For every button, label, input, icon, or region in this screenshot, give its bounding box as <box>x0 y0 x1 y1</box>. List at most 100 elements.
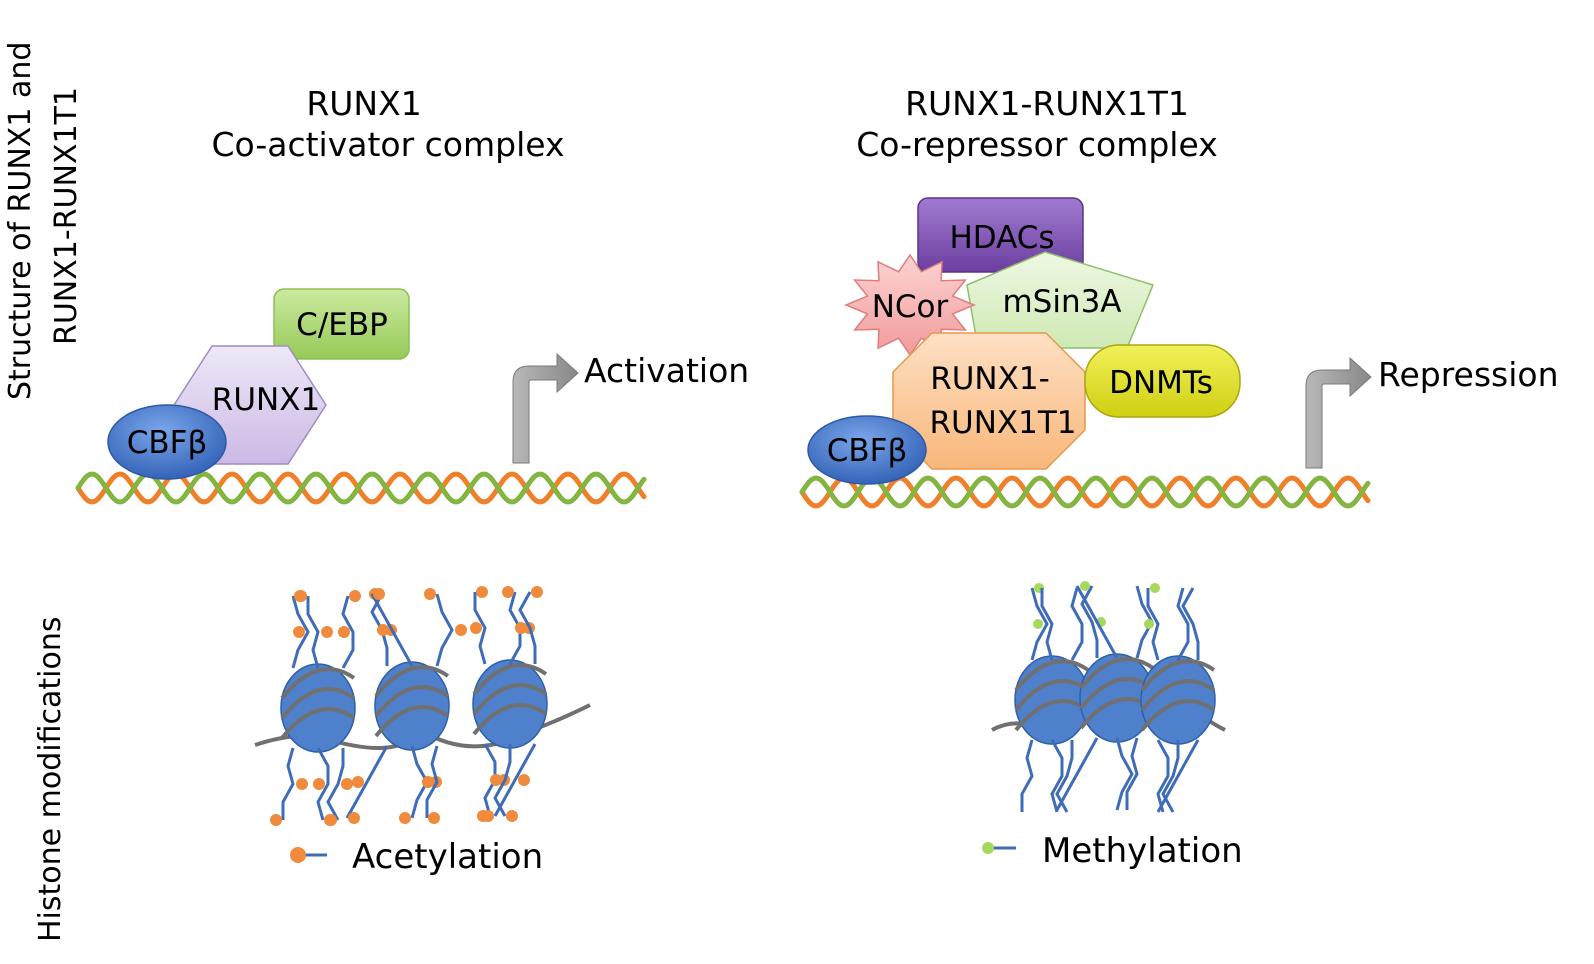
activation-label: Activation <box>584 351 749 390</box>
dna-wrap <box>280 667 356 700</box>
msin3a-label: mSin3A <box>1002 284 1121 320</box>
histone-tail <box>1070 587 1084 661</box>
tail-line <box>291 595 310 669</box>
dna-wrap <box>472 703 548 736</box>
dna-wrap <box>1014 659 1090 692</box>
hdacs-label: HDACs <box>949 220 1054 256</box>
msin3a-protein: mSin3A <box>966 251 1155 349</box>
modification-dot <box>296 778 308 790</box>
histone-tail <box>1055 737 1099 811</box>
ncor-protein: NCor <box>844 253 976 357</box>
dna-wrap <box>374 665 450 698</box>
right-title-line2: Co-repressor complex <box>856 125 1217 164</box>
histone-tail <box>1040 588 1054 661</box>
modification-dot <box>428 812 440 824</box>
fusion-label-line1: RUNX1- <box>930 361 1050 397</box>
histone-tail <box>338 590 361 669</box>
cbfb-label-left: CBFβ <box>127 425 208 461</box>
tail-line <box>1050 739 1064 813</box>
modification-dot <box>293 626 305 638</box>
histone-tail <box>1075 585 1119 659</box>
histone-tail <box>1156 739 1200 813</box>
dna-wrap <box>374 705 450 738</box>
dnmts-label: DNMTs <box>1109 365 1213 401</box>
histone-tail <box>470 586 488 665</box>
nucleosome <box>1014 655 1090 745</box>
histone-tail <box>345 745 389 824</box>
tail-line <box>1030 587 1049 661</box>
histone-tail <box>1055 740 1074 813</box>
modification-dot <box>352 776 364 788</box>
modification-dot <box>1080 581 1090 591</box>
modification-dot <box>1144 619 1154 629</box>
tail-line <box>326 748 345 821</box>
modification-dot <box>1033 619 1043 629</box>
side-label-structure-line2: RUNX1-RUNX1T1 <box>49 87 84 345</box>
tail-line <box>1075 585 1119 659</box>
cbfb-protein-right: CBFβ <box>807 415 927 485</box>
nucleosome <box>472 659 548 749</box>
tail-line <box>341 595 355 669</box>
tail-line <box>1020 739 1034 812</box>
left-title-line1: RUNX1 <box>306 84 421 123</box>
modification-dot <box>506 810 518 822</box>
repression-label: Repression <box>1378 355 1559 394</box>
dna-wrap <box>280 687 356 720</box>
tail-line <box>518 591 537 664</box>
dna-wrap <box>1140 659 1216 692</box>
tail-line <box>425 745 439 818</box>
dna-wrap <box>1140 679 1216 712</box>
modification-dot <box>348 812 360 824</box>
nucleosome <box>280 663 356 753</box>
histone-tail <box>515 586 543 664</box>
tail-line <box>370 593 414 667</box>
cbfb-protein-left: CBFβ <box>107 404 227 480</box>
histone-tail <box>295 590 333 669</box>
tail-line <box>1156 739 1200 813</box>
acetylation-legend: Acetylation <box>290 837 543 877</box>
histone-tail <box>1176 587 1190 661</box>
modification-dot <box>313 778 325 790</box>
tail-line <box>1156 739 1170 813</box>
side-label-structure-line1: Structure of RUNX1 and <box>3 42 38 400</box>
tail-line <box>1146 588 1160 661</box>
dna-wrap <box>1140 699 1216 732</box>
right-title-line1: RUNX1-RUNX1T1 <box>905 84 1189 123</box>
nucleosome <box>374 661 450 751</box>
modification-dot <box>270 814 282 826</box>
tail-line <box>281 747 295 820</box>
histone-tail <box>490 744 518 822</box>
histone-tail <box>1080 581 1106 658</box>
ncor-label: NCor <box>872 289 949 325</box>
histone-tail <box>1156 739 1170 813</box>
dna-wrap <box>472 683 548 716</box>
tail-line <box>306 596 320 669</box>
tail-line <box>1115 737 1134 811</box>
modification-dot <box>349 590 361 602</box>
histone-tail <box>424 588 467 667</box>
histone-tail <box>1020 739 1034 812</box>
modification-dot <box>377 624 389 636</box>
tail-line <box>435 593 454 667</box>
dna-wrap <box>472 663 548 696</box>
cbfb-label-right: CBFβ <box>827 433 908 469</box>
histone-tail <box>422 745 440 824</box>
histone-tail <box>1181 587 1200 660</box>
histone-tail <box>1115 737 1134 811</box>
histone-tail <box>1050 739 1064 813</box>
dna-strand-green <box>75 471 647 505</box>
modification-dot <box>341 778 353 790</box>
nucleosome <box>1079 653 1155 743</box>
tail-line <box>493 744 512 817</box>
modification-dot <box>531 586 543 598</box>
repression-arrow-icon <box>1305 356 1372 469</box>
tail-line <box>1181 587 1200 660</box>
tail-line <box>1055 737 1099 811</box>
tail-line <box>1125 737 1139 810</box>
left-title-line2: Co-activator complex <box>211 125 564 164</box>
activation-arrow-icon <box>512 352 579 464</box>
modification-dot <box>399 812 411 824</box>
histone-tail <box>482 743 537 822</box>
modification-dot <box>424 588 436 600</box>
histone-tail <box>370 588 414 667</box>
